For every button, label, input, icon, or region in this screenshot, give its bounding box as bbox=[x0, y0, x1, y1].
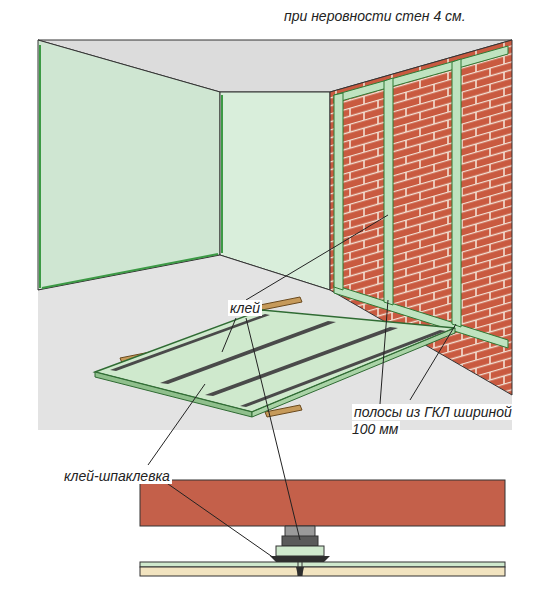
putty-label: клей-шпаклевка bbox=[62, 468, 192, 485]
putty-label-text: клей-шпаклевка bbox=[62, 468, 172, 484]
strips-label-text: полосы из ГКЛ шириной 100 мм bbox=[352, 404, 512, 437]
page-title: при неровности стен 4 см. bbox=[282, 8, 532, 25]
glue-label: клей bbox=[228, 300, 288, 317]
page-title-text: при неровности стен 4 см. bbox=[282, 8, 468, 24]
glue-label-text: клей bbox=[228, 300, 262, 316]
strips-label: полосы из ГКЛ шириной 100 мм bbox=[352, 404, 522, 438]
